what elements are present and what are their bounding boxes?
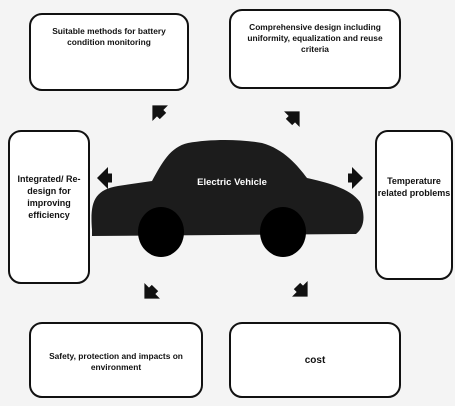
front-wheel — [138, 207, 184, 257]
car-silhouette-icon — [91, 140, 364, 257]
arrow-down-right-icon — [289, 278, 316, 305]
box-comprehensive-design-text: Comprehensive design including uniformit… — [247, 22, 383, 55]
box-safety-environment-text: Safety, protection and impacts on enviro… — [49, 351, 183, 373]
box-temperature-problems-text: Temperature related problems — [377, 176, 451, 198]
box-comprehensive-design: Comprehensive design including uniformit… — [229, 9, 401, 89]
arrow-up-right-icon — [281, 103, 308, 130]
box-battery-monitoring-text: Suitable methods for battery condition m… — [52, 26, 166, 48]
arrow-left-icon — [97, 167, 112, 189]
box-safety-environment: Safety, protection and impacts on enviro… — [29, 322, 203, 398]
car-label: Electric Vehicle — [197, 177, 267, 188]
box-integrated-redesign: Integrated/ Re-design for improving effi… — [8, 130, 90, 284]
box-cost-text: cost — [304, 355, 326, 366]
box-integrated-redesign-text: Integrated/ Re-design for improving effi… — [17, 174, 81, 220]
arrow-right-icon — [348, 167, 363, 189]
box-cost: cost — [229, 322, 401, 398]
box-temperature-problems: Temperature related problems — [375, 130, 453, 280]
box-battery-monitoring: Suitable methods for battery condition m… — [29, 13, 189, 91]
arrow-up-left-icon — [144, 97, 171, 124]
rear-wheel — [260, 207, 306, 257]
arrow-down-left-icon — [136, 280, 163, 307]
